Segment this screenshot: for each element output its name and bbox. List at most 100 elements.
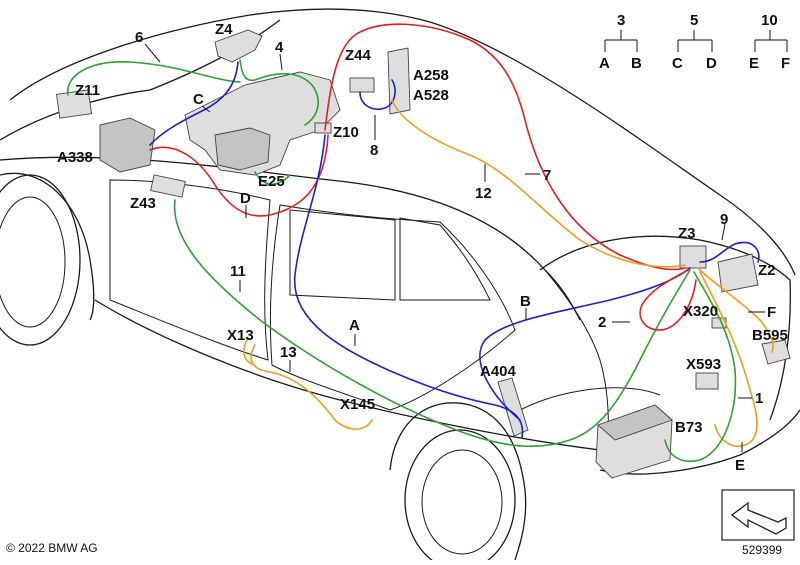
wire-a-blue — [294, 134, 524, 439]
label-13: 13 — [280, 344, 297, 361]
label-2: 2 — [598, 314, 606, 331]
label-x13: X13 — [227, 327, 254, 344]
rear-wheel-inner — [421, 449, 503, 555]
legend-group-10: 10 E F — [749, 12, 790, 72]
label-z2: Z2 — [758, 262, 776, 279]
wire-2-red — [639, 269, 697, 331]
z2-module — [717, 253, 759, 293]
components — [55, 29, 791, 479]
label-x145: X145 — [340, 396, 375, 413]
z43-module — [150, 174, 186, 198]
z44-connector — [349, 77, 375, 93]
legend-10-tree — [754, 30, 788, 52]
front-door — [109, 179, 271, 361]
label-z11: Z11 — [75, 82, 100, 99]
x593-connector — [695, 372, 719, 390]
wire-c-blue — [149, 61, 239, 146]
legend-5-right: D — [706, 55, 717, 72]
front-wheel-inner — [0, 196, 66, 328]
label-z4: Z4 — [215, 21, 233, 38]
legend-3-parent: 3 — [617, 12, 625, 29]
label-11: 11 — [230, 263, 246, 280]
b73-battery-top — [597, 404, 673, 441]
wire-4-green — [239, 59, 319, 126]
label-c: C — [193, 91, 204, 108]
legend-group-3: 3 A B — [599, 12, 642, 72]
wire-d-red — [149, 134, 329, 217]
label-e: E — [735, 457, 745, 474]
label-12: 12 — [475, 185, 492, 202]
legend: 3 A B 5 C D 10 E F — [599, 12, 790, 72]
legend-10-parent: 10 — [761, 12, 778, 29]
wire-1-green — [664, 271, 737, 462]
legend-group-5: 5 C D — [672, 12, 717, 72]
label-6: 6 — [135, 29, 143, 46]
wire-12-orange — [391, 99, 686, 268]
legend-10-right: F — [781, 55, 790, 72]
roof-line — [9, 8, 796, 276]
sill-line — [94, 299, 601, 451]
copyright: © 2022 BMW AG — [6, 541, 98, 555]
label-b: B — [520, 293, 531, 310]
b595-sensor — [761, 339, 791, 365]
legend-3-right: B — [631, 55, 642, 72]
label-e25: E25 — [258, 173, 285, 190]
label-x320: X320 — [683, 303, 718, 320]
label-z44: Z44 — [345, 47, 372, 64]
rear-door-window — [289, 209, 396, 301]
legend-3-tree — [604, 30, 638, 52]
legend-5-tree — [677, 30, 713, 52]
label-z10: Z10 — [333, 124, 359, 141]
label-1: 1 — [755, 390, 763, 407]
windshield-base — [149, 19, 281, 91]
image-number-box: 529399 — [721, 489, 795, 557]
legend-5-parent: 5 — [690, 12, 698, 29]
rear-window — [399, 217, 491, 301]
wire-7-red — [324, 23, 686, 271]
label-a528: A528 — [413, 87, 449, 104]
rear-wheel-arch — [389, 402, 527, 561]
a338-module — [99, 117, 156, 173]
wire-b-blue — [479, 267, 691, 421]
z11-module — [55, 89, 93, 119]
wiring-harnesses — [67, 23, 774, 462]
wire-9-blue — [699, 241, 760, 263]
label-4: 4 — [275, 39, 284, 56]
wire-e-orange — [699, 271, 758, 447]
label-z43: Z43 — [130, 195, 156, 212]
direction-arrow-icon — [730, 501, 787, 535]
label-x593: X593 — [686, 356, 721, 373]
component-labels: Z4 6 4 Z44 A258 A528 Z11 C A338 Z10 8 7 … — [57, 21, 788, 474]
leader-c — [201, 105, 211, 113]
label-7: 7 — [543, 167, 551, 184]
label-b73: B73 — [675, 419, 703, 436]
legend-3-left: A — [599, 55, 610, 72]
leader-6 — [144, 43, 161, 63]
wire-e25-green — [254, 171, 291, 185]
rear-bumper — [599, 409, 800, 475]
label-9: 9 — [720, 211, 728, 228]
label-b595: B595 — [752, 327, 788, 344]
wire-11-green — [173, 199, 691, 448]
e25-unit — [214, 127, 271, 171]
z10-connector — [314, 122, 332, 134]
label-z3: Z3 — [678, 225, 696, 242]
label-a: A — [349, 317, 360, 334]
label-d: D — [240, 190, 251, 207]
label-a258: A258 — [413, 67, 449, 84]
wire-6-green — [67, 61, 241, 96]
floor-line — [519, 387, 661, 411]
legend-10-left: E — [749, 55, 759, 72]
legend-5-left: C — [672, 55, 683, 72]
wire-8-blue — [359, 79, 396, 110]
wire-x13-orange — [243, 337, 256, 366]
z4-connector — [214, 29, 263, 63]
wire-13-orange — [250, 344, 373, 430]
label-8: 8 — [370, 142, 378, 159]
rear-door — [269, 204, 516, 411]
leader-4 — [279, 53, 283, 71]
image-number: 529399 — [742, 543, 782, 557]
label-a404: A404 — [480, 363, 517, 380]
leader-lines — [144, 43, 765, 452]
